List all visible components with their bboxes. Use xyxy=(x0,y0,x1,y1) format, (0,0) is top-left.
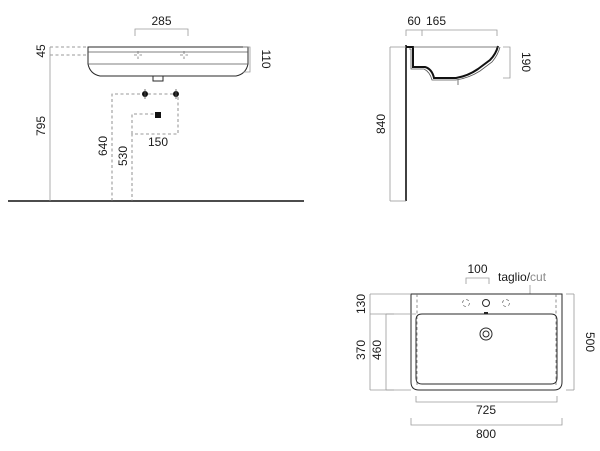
top-view: 100 taglio/cut 130 370 460 xyxy=(354,262,597,441)
dim-500-label: 500 xyxy=(583,332,597,352)
dim-190-bracket xyxy=(503,46,511,79)
dim-840-label: 840 xyxy=(374,114,388,134)
dim-150-label: 150 xyxy=(148,135,168,149)
dim-190-label: 190 xyxy=(519,52,533,72)
dim-45-label: 45 xyxy=(34,44,48,58)
tap-hole-right xyxy=(180,51,188,59)
basin-section xyxy=(406,45,499,79)
dim-800-label: 800 xyxy=(476,427,496,441)
dim-165-label: 165 xyxy=(426,14,446,28)
dim-370-label: 370 xyxy=(354,340,368,360)
dim-110-bracket xyxy=(243,46,251,73)
supply-point-left xyxy=(142,89,148,99)
bowl-outline xyxy=(415,313,558,385)
dim-725-label: 725 xyxy=(476,403,496,417)
tap-hole-left xyxy=(134,51,142,59)
overflow-slot xyxy=(484,312,488,314)
dim-110-label: 110 xyxy=(259,49,273,68)
basin-front-outline xyxy=(87,46,249,77)
dim-285-bracket xyxy=(134,28,189,36)
dim-640-label: 640 xyxy=(96,136,110,156)
drain-top xyxy=(479,327,493,341)
tap-hole-left-top xyxy=(462,299,470,307)
dim-725-bracket xyxy=(415,396,558,403)
dim-130-label: 130 xyxy=(354,294,368,314)
dim-60-label: 60 xyxy=(407,14,421,28)
dim-100-bracket xyxy=(465,277,490,284)
supply-outline xyxy=(111,93,179,201)
tap-hole-right-top xyxy=(502,299,510,307)
tap-hole-center-top xyxy=(482,299,490,307)
dim-460-label: 460 xyxy=(370,340,384,360)
side-view: 60 165 190 840 xyxy=(374,14,533,202)
dim-285-label: 285 xyxy=(151,14,171,28)
supply-point-right xyxy=(173,89,179,99)
dim-800-bracket xyxy=(410,418,563,426)
drain-stub xyxy=(152,76,164,82)
basin-top-outline xyxy=(410,293,563,391)
dim-530-label: 530 xyxy=(116,146,130,166)
front-view: 285 110 45 795 150 640 530 xyxy=(8,14,304,202)
waste-point xyxy=(155,112,161,118)
dim-100-label: 100 xyxy=(467,262,487,276)
dim-795-label: 795 xyxy=(34,116,48,136)
cut-label: taglio/cut xyxy=(498,270,547,284)
